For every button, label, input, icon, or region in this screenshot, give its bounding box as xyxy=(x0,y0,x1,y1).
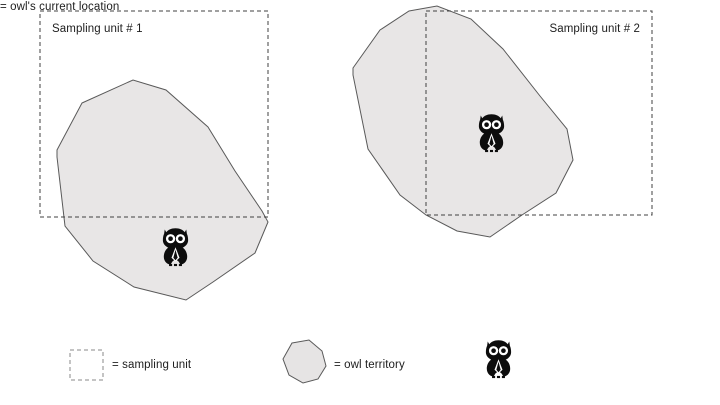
sampling-unit-1-rect-overlay xyxy=(39,10,269,218)
legend-owl-icon xyxy=(485,340,512,379)
legend-territory-swatch xyxy=(282,339,327,384)
legend-owl-location-label: = owl's current location xyxy=(0,1,120,13)
sampling-unit-2-rect-overlay xyxy=(425,10,653,216)
legend-sampling-unit-label: = sampling unit xyxy=(112,359,192,371)
owl-territory-left xyxy=(56,79,269,301)
legend-sampling-unit-swatch xyxy=(69,349,104,381)
legend-territory-label: = owl territory xyxy=(334,359,405,371)
sampling-unit-2-label: Sampling unit # 2 xyxy=(549,23,640,35)
sampling-unit-1-label: Sampling unit # 1 xyxy=(52,23,143,35)
owl-territory-right xyxy=(352,5,574,238)
